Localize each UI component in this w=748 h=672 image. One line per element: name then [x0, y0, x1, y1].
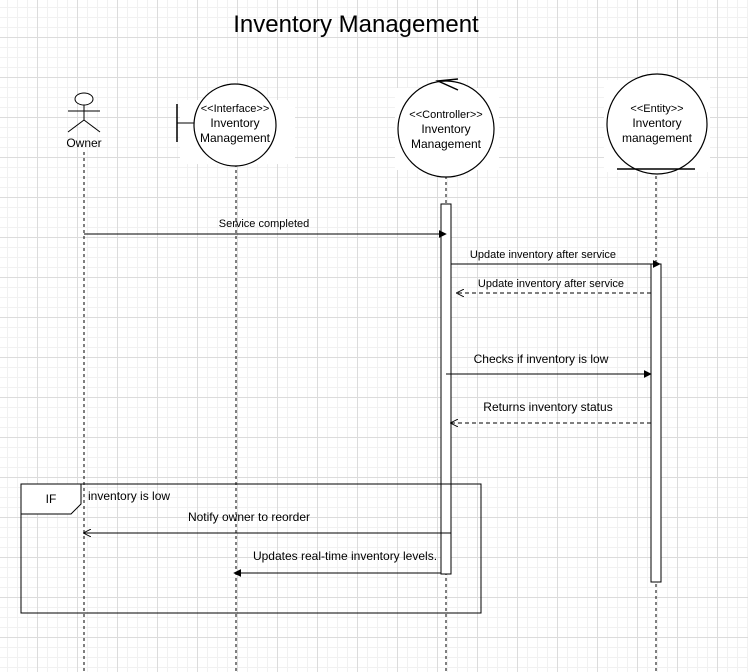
controller-activation-bar[interactable] — [440, 203, 452, 575]
controller-icon-circle — [397, 80, 495, 178]
entity-icon-circle — [606, 73, 708, 175]
interface-name-line1: Inventory — [210, 116, 259, 130]
controller-arrow-icon — [435, 78, 459, 91]
message-checks-inventory[interactable]: Checks if inventory is low — [446, 352, 652, 378]
message-label: Checks if inventory is low — [474, 352, 609, 366]
message-label: Service completed — [219, 218, 310, 230]
entity-name-line2: management — [622, 131, 693, 145]
message-updates-realtime[interactable]: Updates real-time inventory levels. — [233, 549, 441, 577]
message-label: Notify owner to reorder — [188, 510, 310, 524]
actor-head-icon — [74, 92, 94, 106]
entity-participant[interactable]: <<Entity>> Inventory management — [604, 73, 710, 175]
diagram-title: Inventory Management — [233, 11, 479, 38]
controller-participant[interactable]: <<Controller>> Inventory Management — [395, 78, 499, 178]
entity-name-line1: Inventory — [632, 116, 681, 130]
message-notify-owner[interactable]: Notify owner to reorder — [84, 510, 451, 533]
message-returns-status[interactable]: Returns inventory status — [451, 400, 651, 423]
message-update-inventory[interactable]: Update inventory after service — [451, 249, 661, 268]
message-service-completed[interactable]: Service completed — [84, 218, 447, 238]
owner-label: Owner — [66, 136, 101, 150]
message-label: Returns inventory status — [483, 400, 612, 414]
controller-name-line2: Management — [411, 137, 482, 151]
fragment-operator-tab — [20, 483, 82, 515]
if-fragment[interactable]: IF inventory is low — [20, 483, 482, 614]
owner-actor[interactable]: Owner — [66, 92, 102, 150]
message-label: Updates real-time inventory levels. — [253, 549, 437, 563]
controller-name-line1: Inventory — [421, 122, 470, 136]
message-update-inventory-return[interactable]: Update inventory after service — [457, 278, 651, 293]
controller-stereotype: <<Controller>> — [409, 109, 482, 121]
entity-stereotype: <<Entity>> — [630, 103, 683, 115]
fragment-operator: IF — [46, 492, 57, 506]
interface-stereotype: <<Interface>> — [201, 103, 270, 115]
interface-participant[interactable]: <<Interface>> Inventory Management — [176, 83, 295, 167]
message-label: Update inventory after service — [478, 278, 624, 290]
fragment-guard: inventory is low — [88, 489, 170, 503]
message-label: Update inventory after service — [470, 249, 616, 261]
interface-name-line2: Management — [200, 131, 271, 145]
boundary-icon-circle — [193, 83, 277, 167]
entity-activation-bar[interactable] — [650, 263, 662, 583]
